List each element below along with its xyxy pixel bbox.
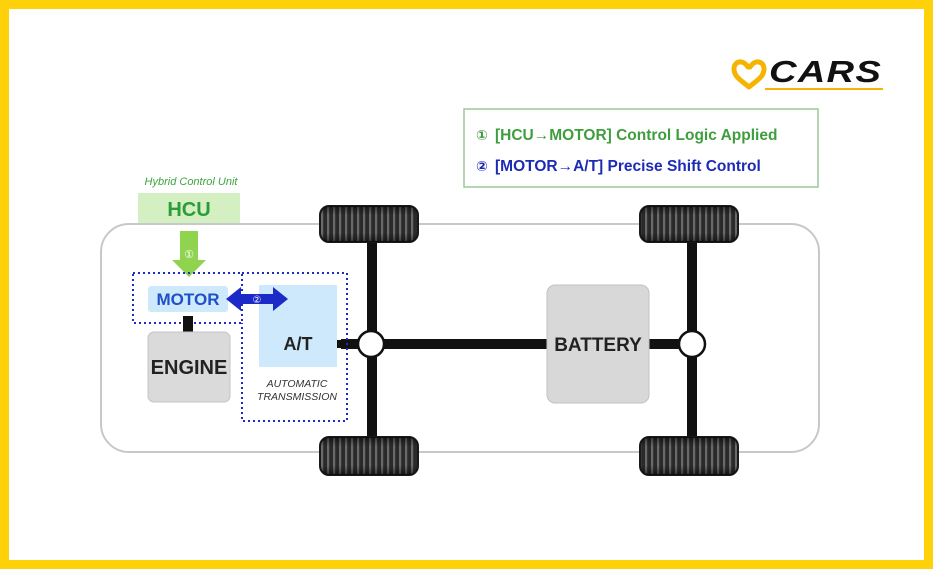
image-frame: CARS ① [HCU→MOTOR] Control Logic Applied… xyxy=(9,9,924,560)
front-differential-joint xyxy=(356,329,386,359)
motor-label: MOTOR xyxy=(157,290,220,309)
legend-item-2-marker: ② xyxy=(476,158,488,174)
legend-item-1-marker: ① xyxy=(476,127,488,143)
motor-engine-link xyxy=(183,316,193,332)
tire-rear-top xyxy=(639,205,739,243)
battery-block: BATTERY xyxy=(546,284,650,404)
hybrid-powertrain-diagram: CARS ① [HCU→MOTOR] Control Logic Applied… xyxy=(100,54,883,476)
hcu-caption: Hybrid Control Unit xyxy=(145,176,239,188)
tire-front-top xyxy=(319,205,419,243)
vehicle-body-outline xyxy=(100,223,820,453)
at-caption-line1: AUTOMATIC xyxy=(266,378,328,390)
control-region-outline xyxy=(132,272,348,422)
engine-label: ENGINE xyxy=(151,357,228,379)
motor-to-at-arrow: ② xyxy=(226,287,288,311)
drive-shaft xyxy=(341,339,691,349)
tire-rear-bottom xyxy=(639,436,739,476)
logo-text: CARS xyxy=(769,54,882,89)
engine-box: ENGINE xyxy=(147,331,231,403)
legend-box: ① [HCU→MOTOR] Control Logic Applied ② [M… xyxy=(463,108,819,188)
tire-front-bottom xyxy=(319,436,419,476)
arrow-1-marker: ① xyxy=(184,249,194,261)
hcu-label: HCU xyxy=(167,199,210,221)
arrow-2-marker: ② xyxy=(253,295,262,306)
logo-underline xyxy=(765,88,883,90)
hcu-to-motor-arrow: ① xyxy=(172,231,206,277)
transmission-output-shaft xyxy=(337,340,345,348)
at-label: A/T xyxy=(284,334,313,354)
heart-outline-icon xyxy=(731,59,767,90)
cars-logo[interactable]: CARS xyxy=(731,54,883,90)
rear-differential-joint xyxy=(677,329,707,359)
legend-item-2-text: [MOTOR→A/T] Precise Shift Control xyxy=(495,158,761,175)
battery-label: BATTERY xyxy=(554,335,642,356)
motor-box: MOTOR xyxy=(148,286,228,312)
hcu-box: HCU xyxy=(138,193,240,223)
at-caption-line2: TRANSMISSION xyxy=(257,391,337,403)
legend-item-1-text: [HCU→MOTOR] Control Logic Applied xyxy=(495,127,777,144)
